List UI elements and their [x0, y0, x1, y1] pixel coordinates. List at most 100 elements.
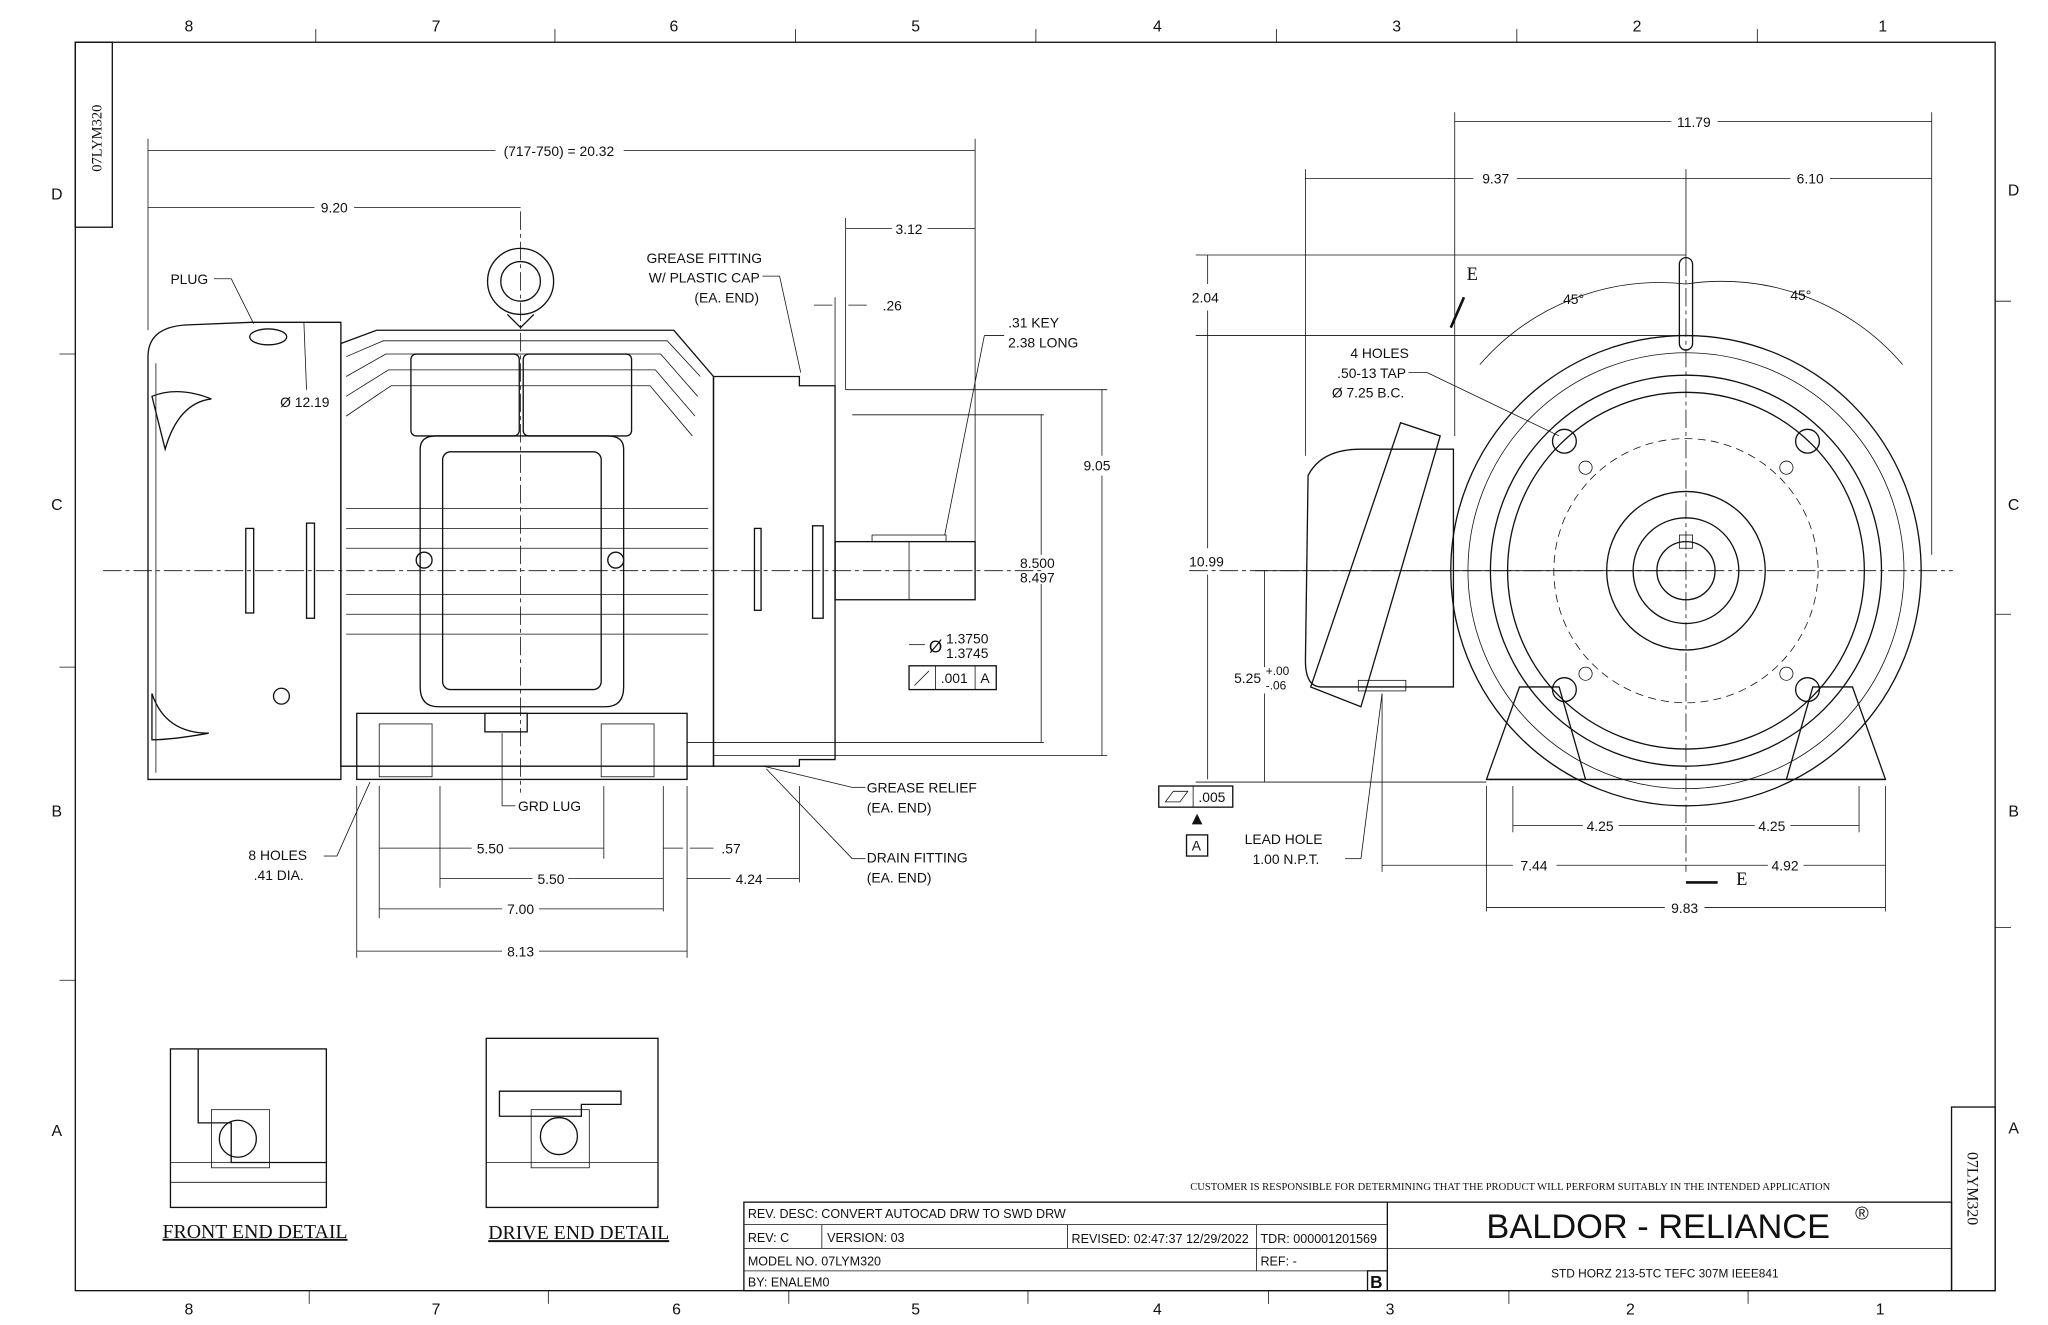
- svg-text:E: E: [1736, 869, 1747, 889]
- svg-text:4.24: 4.24: [736, 871, 763, 887]
- svg-text:10.99: 10.99: [1189, 554, 1224, 570]
- svg-text:45°: 45°: [1790, 287, 1811, 303]
- svg-text:6.10: 6.10: [1797, 171, 1824, 187]
- svg-text:A: A: [52, 1123, 63, 1140]
- svg-text:Ø 7.25 B.C.: Ø 7.25 B.C.: [1332, 385, 1404, 401]
- svg-text:3: 3: [1392, 19, 1401, 36]
- svg-text:E: E: [1467, 264, 1478, 284]
- svg-text:+.00: +.00: [1266, 664, 1290, 678]
- svg-text:5.25: 5.25: [1234, 670, 1261, 686]
- svg-text:REVISED: 02:47:37 12/29/2022: REVISED: 02:47:37 12/29/2022: [1072, 1232, 1249, 1246]
- svg-text:A: A: [980, 670, 990, 686]
- sheet-border: [74, 41, 1996, 1292]
- svg-text:B: B: [2008, 803, 2019, 820]
- svg-text:PLUG: PLUG: [170, 271, 208, 287]
- svg-text:5.50: 5.50: [477, 840, 504, 856]
- end-view-dimensions: [1195, 112, 1933, 912]
- svg-text:D: D: [2008, 183, 2019, 200]
- svg-text:(EA. END): (EA. END): [694, 290, 759, 306]
- svg-text:D: D: [51, 186, 62, 203]
- svg-text:B: B: [52, 803, 63, 820]
- company-logo-text: BALDOR - RELIANCE: [1486, 1208, 1830, 1246]
- svg-text:9.37: 9.37: [1482, 171, 1509, 187]
- svg-text:1: 1: [1876, 1301, 1885, 1318]
- svg-text:FRONT END DETAIL: FRONT END DETAIL: [162, 1221, 347, 1243]
- svg-text:6: 6: [669, 19, 678, 36]
- svg-text:GREASE FITTING: GREASE FITTING: [646, 250, 762, 266]
- svg-text:1.00 N.P.T.: 1.00 N.P.T.: [1253, 851, 1320, 867]
- title-block: CUSTOMER IS RESPONSIBLE FOR DETERMINING …: [743, 1182, 1953, 1292]
- svg-text:(EA. END): (EA. END): [867, 799, 932, 815]
- svg-text:2.04: 2.04: [1192, 290, 1219, 306]
- svg-text:8: 8: [185, 1301, 194, 1318]
- svg-text:4.25: 4.25: [1587, 818, 1614, 834]
- svg-text:C: C: [51, 497, 62, 514]
- svg-text:-.06: -.06: [1266, 679, 1287, 693]
- zone-labels-right: D C B A: [2008, 183, 2019, 1138]
- zone-ticks: [59, 29, 2012, 1304]
- front-end-detail: FRONT END DETAIL: [162, 1048, 348, 1243]
- end-view: [1189, 256, 1953, 872]
- svg-text:45°: 45°: [1563, 291, 1584, 307]
- svg-text:REF: -: REF: -: [1261, 1255, 1297, 1269]
- svg-text:LEAD HOLE: LEAD HOLE: [1245, 831, 1323, 847]
- svg-text:9.05: 9.05: [1083, 457, 1110, 473]
- svg-text:4.92: 4.92: [1772, 858, 1799, 874]
- svg-text:11.79: 11.79: [1677, 114, 1711, 130]
- model-tag-bottom: 07LYM320: [1963, 1152, 1980, 1225]
- svg-text:MODEL NO. 07LYM320: MODEL NO. 07LYM320: [748, 1255, 881, 1269]
- svg-text:9.83: 9.83: [1671, 900, 1698, 916]
- drive-end-detail: DRIVE END DETAIL: [485, 1037, 669, 1244]
- svg-text:4: 4: [1153, 19, 1162, 36]
- svg-text:5: 5: [911, 1301, 920, 1318]
- svg-text:2: 2: [1633, 19, 1642, 36]
- svg-text:7: 7: [432, 19, 441, 36]
- svg-text:DRIVE END DETAIL: DRIVE END DETAIL: [488, 1222, 669, 1244]
- svg-text:A: A: [2008, 1120, 2019, 1137]
- svg-text:BY: ENALEM0: BY: ENALEM0: [748, 1276, 830, 1290]
- zone-labels-left: D C B A: [51, 186, 62, 1140]
- svg-text:Ø: Ø: [929, 637, 942, 657]
- side-view-dimensions: [147, 138, 1108, 958]
- svg-text:7: 7: [432, 1301, 441, 1318]
- svg-text:8: 8: [185, 19, 194, 36]
- svg-text:7.44: 7.44: [1521, 858, 1548, 874]
- flatness-frame: .005 A: [1158, 785, 1234, 857]
- svg-text:8 HOLES: 8 HOLES: [248, 847, 307, 863]
- svg-text:4.25: 4.25: [1758, 818, 1785, 834]
- svg-text:.41 DIA.: .41 DIA.: [254, 867, 304, 883]
- svg-text:1: 1: [1878, 19, 1887, 36]
- svg-text:GREASE RELIEF: GREASE RELIEF: [867, 780, 977, 796]
- svg-text:(717-750) = 20.32: (717-750) = 20.32: [504, 143, 615, 159]
- svg-text:.001: .001: [941, 670, 968, 686]
- svg-text:1.3745: 1.3745: [946, 645, 989, 661]
- svg-text:.005: .005: [1198, 789, 1225, 805]
- svg-text:6: 6: [672, 1301, 681, 1318]
- side-view-labels: (717-750) = 20.32 9.20 3.12 .26 PLUG GRE…: [170, 143, 1110, 960]
- end-view-labels: 11.79 9.37 6.10 2.04 E 45° 45° 4 HOLES .…: [1189, 114, 1824, 916]
- svg-text:C: C: [2008, 497, 2019, 514]
- svg-text:.31 KEY: .31 KEY: [1008, 315, 1059, 331]
- svg-text:Ø 12.19: Ø 12.19: [280, 394, 330, 410]
- svg-text:®: ®: [1855, 1202, 1869, 1223]
- svg-text:TDR: 000001201569: TDR: 000001201569: [1261, 1232, 1378, 1246]
- svg-text:REV. DESC: CONVERT AUTOCAD DRW: REV. DESC: CONVERT AUTOCAD DRW TO SWD DR…: [748, 1207, 1066, 1221]
- svg-text:3: 3: [1386, 1301, 1395, 1318]
- svg-text:3.12: 3.12: [896, 221, 923, 237]
- svg-text:1.3750: 1.3750: [946, 630, 989, 646]
- runout-frame: .001 A: [908, 665, 997, 691]
- svg-text:A: A: [1192, 838, 1202, 854]
- svg-text:REV: C: REV: C: [748, 1231, 789, 1245]
- svg-text:.57: .57: [721, 840, 741, 856]
- svg-text:STD HORZ 213-5TC TEFC 307M IEE: STD HORZ 213-5TC TEFC 307M IEEE841: [1551, 1266, 1779, 1280]
- svg-text:5.50: 5.50: [537, 871, 564, 887]
- svg-text:7.00: 7.00: [507, 901, 534, 917]
- svg-text:W/ PLASTIC CAP: W/ PLASTIC CAP: [649, 270, 760, 286]
- svg-text:8.500: 8.500: [1020, 555, 1055, 571]
- svg-text:B: B: [1370, 1272, 1382, 1292]
- svg-text:2.38 LONG: 2.38 LONG: [1008, 334, 1078, 350]
- svg-text:(EA. END): (EA. END): [867, 869, 932, 885]
